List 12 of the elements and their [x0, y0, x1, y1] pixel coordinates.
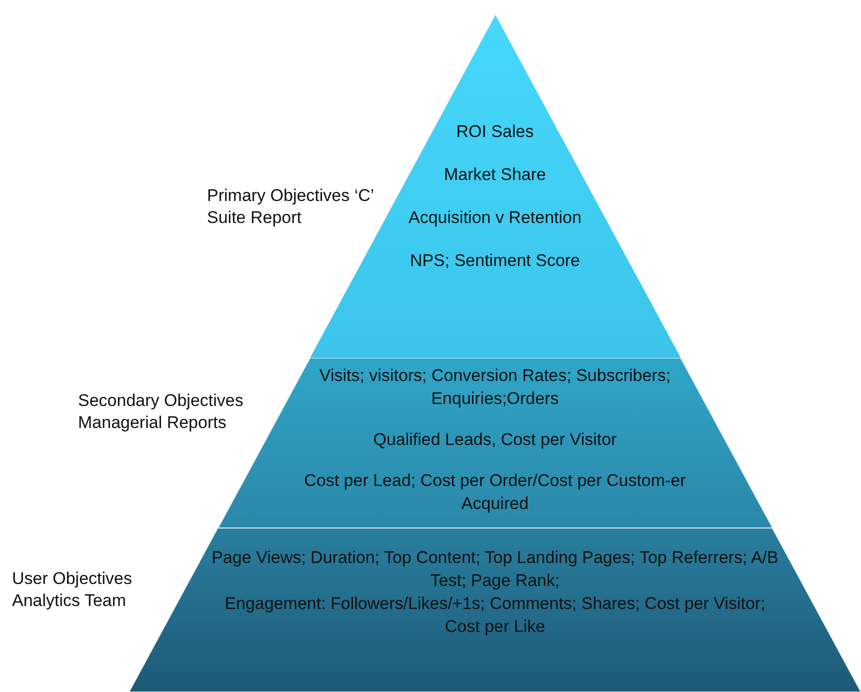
tier-text: ROI Sales: [456, 121, 534, 143]
tier-text: Page Views; Duration; Top Content; Top Landing Pages; Top Referrers; A/B Test; Page Rank;: [210, 547, 780, 592]
tier-side-label: User Objectives Analytics Team: [12, 568, 133, 612]
tier-text: Acquisition v Retention: [408, 207, 582, 229]
tier-text: NPS; Sentiment Score: [410, 250, 580, 272]
tier-text: Cost per Lead; Cost per Order/Cost per Custom-er Acquired: [303, 470, 687, 515]
tier-text: Engagement: Followers/Likes/+1s; Comments; Shares; Cost per Visitor; Cost per Like: [224, 593, 766, 638]
tier-text: Visits; visitors; Conversion Rates; Subscribers; Enquiries;Orders: [318, 365, 672, 410]
tier-text: Market Share: [444, 164, 546, 186]
tier-text: Qualified Leads, Cost per Visitor: [373, 429, 617, 451]
tier-side-label: Primary Objectives ‘C’ Suite Report: [207, 185, 375, 229]
tier-side-label: Secondary Objectives Managerial Reports: [78, 390, 244, 434]
